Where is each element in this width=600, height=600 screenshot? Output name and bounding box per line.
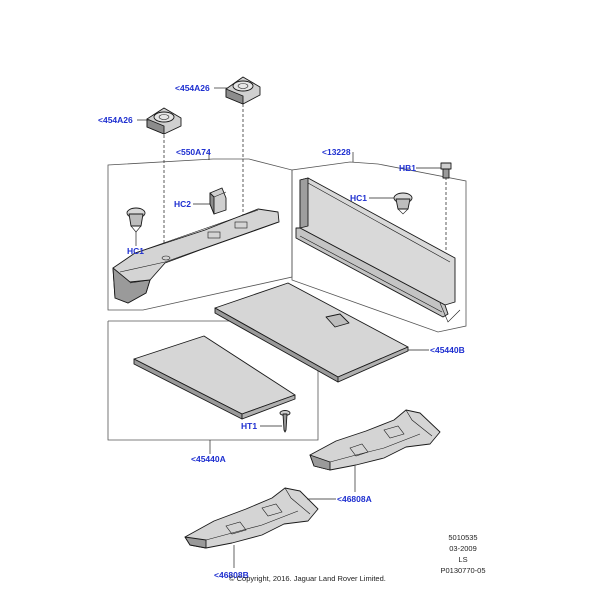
frame-13228 [291,161,467,333]
clip-hc2 [209,187,227,215]
frame-550a74 [107,158,293,311]
stamp-line-2: 03-2009 [449,544,477,553]
callout-46808b[interactable]: <46808B [214,570,249,580]
callout-hc1-right[interactable]: HC1 [350,193,367,203]
stamp-line-1: 5010535 [448,533,477,542]
rail-46808a [309,409,441,471]
leader-lines [135,87,441,568]
callout-46808a[interactable]: <46808A [337,494,372,504]
callout-550a74[interactable]: <550A74 [176,147,211,157]
stamp-line-4: P0130770-05 [440,566,485,575]
copyright-notice: © Copyright, 2016. Jaguar Land Rover Lim… [229,574,386,583]
fastener-454a26-top [225,76,261,105]
callout-ht1[interactable]: HT1 [241,421,257,431]
callout-454a26-top[interactable]: <454A26 [175,83,210,93]
frame-45440a [107,320,319,441]
callout-45440a[interactable]: <45440A [191,454,226,464]
rail-46808b [184,487,319,549]
side-trim-panel-550a74 [112,208,280,304]
clip-hc1-left [126,207,146,233]
callout-hb1[interactable]: HB1 [399,163,416,173]
clip-hc1-right [393,192,413,215]
callout-13228[interactable]: <13228 [322,147,351,157]
reference-stamp: 5010535 03-2009 LS P0130770-05 [440,533,485,575]
callout-454a26-left[interactable]: <454A26 [98,115,133,125]
fastener-454a26-left [146,107,182,135]
screw-ht1 [279,410,291,433]
callout-hc1-left[interactable]: HC1 [127,246,144,256]
stamp-line-3: LS [458,555,467,564]
callout-hc2[interactable]: HC2 [174,199,191,209]
callout-45440b[interactable]: <45440B [430,345,465,355]
bolt-hb1 [440,162,452,179]
floor-panel-45440b [214,282,409,383]
loadspace-cover-13228 [295,177,461,323]
floor-panel-45440a [133,335,296,420]
